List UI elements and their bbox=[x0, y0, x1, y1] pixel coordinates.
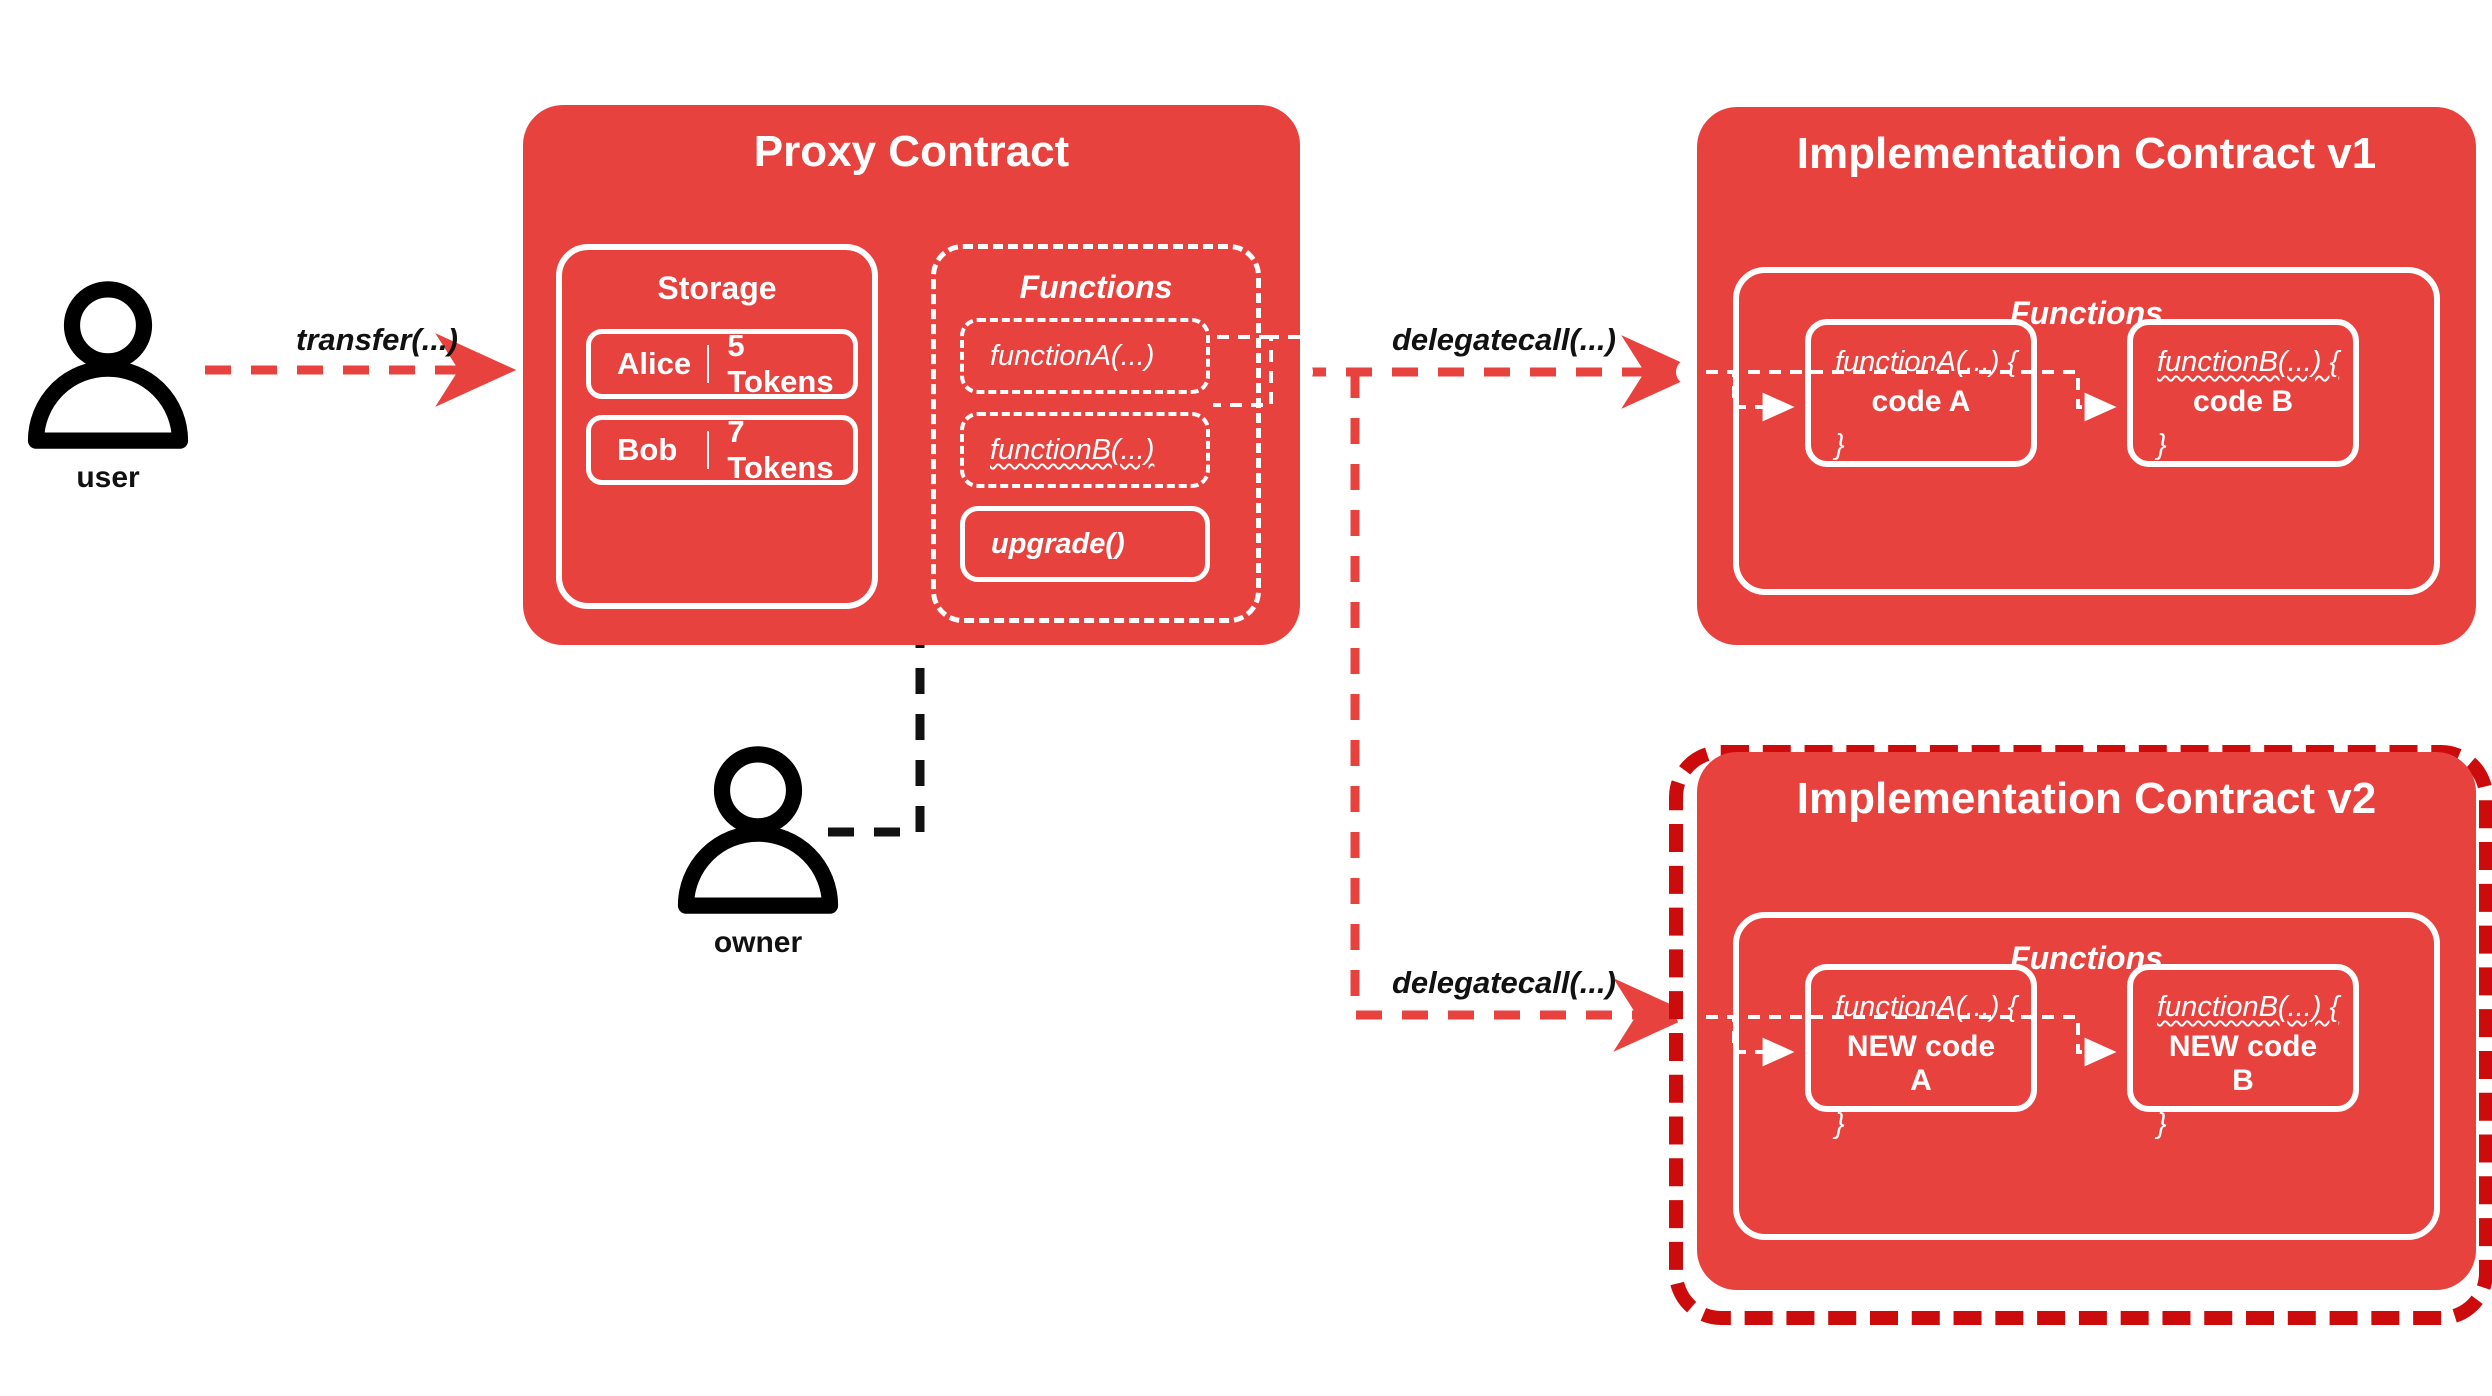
edge-delegatecall-v1 bbox=[1287, 335, 1703, 409]
implementation-v2-functionb-body: NEW code B bbox=[2168, 1030, 2318, 1098]
edge-label-transfer: transfer(...) bbox=[296, 322, 458, 357]
edge-label-delegatecall-v1: delegatecall(...) bbox=[1392, 322, 1616, 357]
implementation-v2-functionb-box[interactable]: functionB(...) { NEW code B } bbox=[2127, 964, 2359, 1140]
implementation-v1-functionb-body: code B bbox=[2192, 385, 2294, 419]
person-icon bbox=[27, 281, 189, 449]
proxy-function-upgrade[interactable]: upgrade() bbox=[960, 506, 1210, 582]
proxy-function-label: functionB(...) bbox=[990, 433, 1155, 466]
implementation-v2-functiona-close: } bbox=[1835, 1108, 1845, 1141]
implementation-v2-functiona-body: NEW code A bbox=[1846, 1030, 1996, 1098]
storage-row-alice: Alice 5 Tokens bbox=[586, 328, 858, 399]
implementation-v1-functiona-box[interactable]: functionA(...) { code A } bbox=[1805, 319, 2037, 467]
storage-row-separator bbox=[706, 345, 710, 383]
proxy-functions-label: Functions bbox=[1019, 269, 1173, 305]
implementation-v1-functionb-box[interactable]: functionB(...) { code B } bbox=[2127, 319, 2359, 467]
implementation-v1-routing bbox=[1685, 370, 2117, 422]
implementation-v1-card[interactable]: Implementation Contract v1 Functions fun… bbox=[1685, 107, 2476, 645]
proxy-functions-panel: Functions functionA(...) functionB(...) … bbox=[931, 244, 1261, 623]
storage-row-bob: Bob 7 Tokens bbox=[586, 414, 858, 485]
implementation-v2-card[interactable]: Implementation Contract v2 Functions fun… bbox=[1685, 752, 2476, 1290]
proxy-function-label: functionA(...) bbox=[990, 339, 1155, 372]
implementation-v2-routing bbox=[1685, 1015, 2117, 1067]
proxy-function-functiona[interactable]: functionA(...) bbox=[960, 318, 1210, 394]
actor-owner[interactable]: owner bbox=[668, 740, 848, 970]
proxy-storage-label: Storage bbox=[657, 270, 777, 306]
implementation-v2-title: Implementation Contract v2 bbox=[1796, 774, 2377, 823]
storage-row-name: Bob bbox=[617, 432, 678, 467]
proxy-contract-title: Proxy Contract bbox=[753, 127, 1070, 176]
proxy-contract-card[interactable]: Proxy Contract Storage Alice 5 Tokens Bo… bbox=[523, 105, 1300, 645]
storage-row-name: Alice bbox=[617, 346, 692, 381]
actor-user[interactable]: user bbox=[18, 275, 198, 505]
proxy-function-functionb[interactable]: functionB(...) bbox=[960, 412, 1210, 488]
implementation-v2-functionb-signature: functionB(...) { bbox=[2157, 991, 2340, 1023]
proxy-storage-panel: Storage Alice 5 Tokens Bob 7 Tokens bbox=[556, 244, 878, 609]
storage-row-value: 7 Tokens bbox=[727, 414, 834, 485]
implementation-v1-functiona-close: } bbox=[1835, 429, 1845, 462]
implementation-v1-title: Implementation Contract v1 bbox=[1796, 129, 2377, 178]
storage-row-separator bbox=[706, 431, 710, 469]
actor-owner-label: owner bbox=[713, 926, 803, 959]
edge-label-delegatecall-v2: delegatecall(...) bbox=[1392, 965, 1616, 1000]
person-icon bbox=[677, 746, 839, 914]
proxy-internal-routing bbox=[1213, 335, 1300, 407]
implementation-v1-functiona-body: code A bbox=[1871, 385, 1971, 419]
implementation-v2-functionb-close: } bbox=[2157, 1108, 2167, 1141]
implementation-v1-functionb-close: } bbox=[2157, 429, 2167, 462]
proxy-function-label: upgrade() bbox=[991, 527, 1125, 560]
edge-delegatecall-v2 bbox=[1350, 372, 1702, 1052]
implementation-v1-functionb-signature: functionB(...) { bbox=[2157, 346, 2340, 378]
actor-user-label: user bbox=[76, 461, 140, 494]
storage-row-value: 5 Tokens bbox=[727, 328, 834, 399]
